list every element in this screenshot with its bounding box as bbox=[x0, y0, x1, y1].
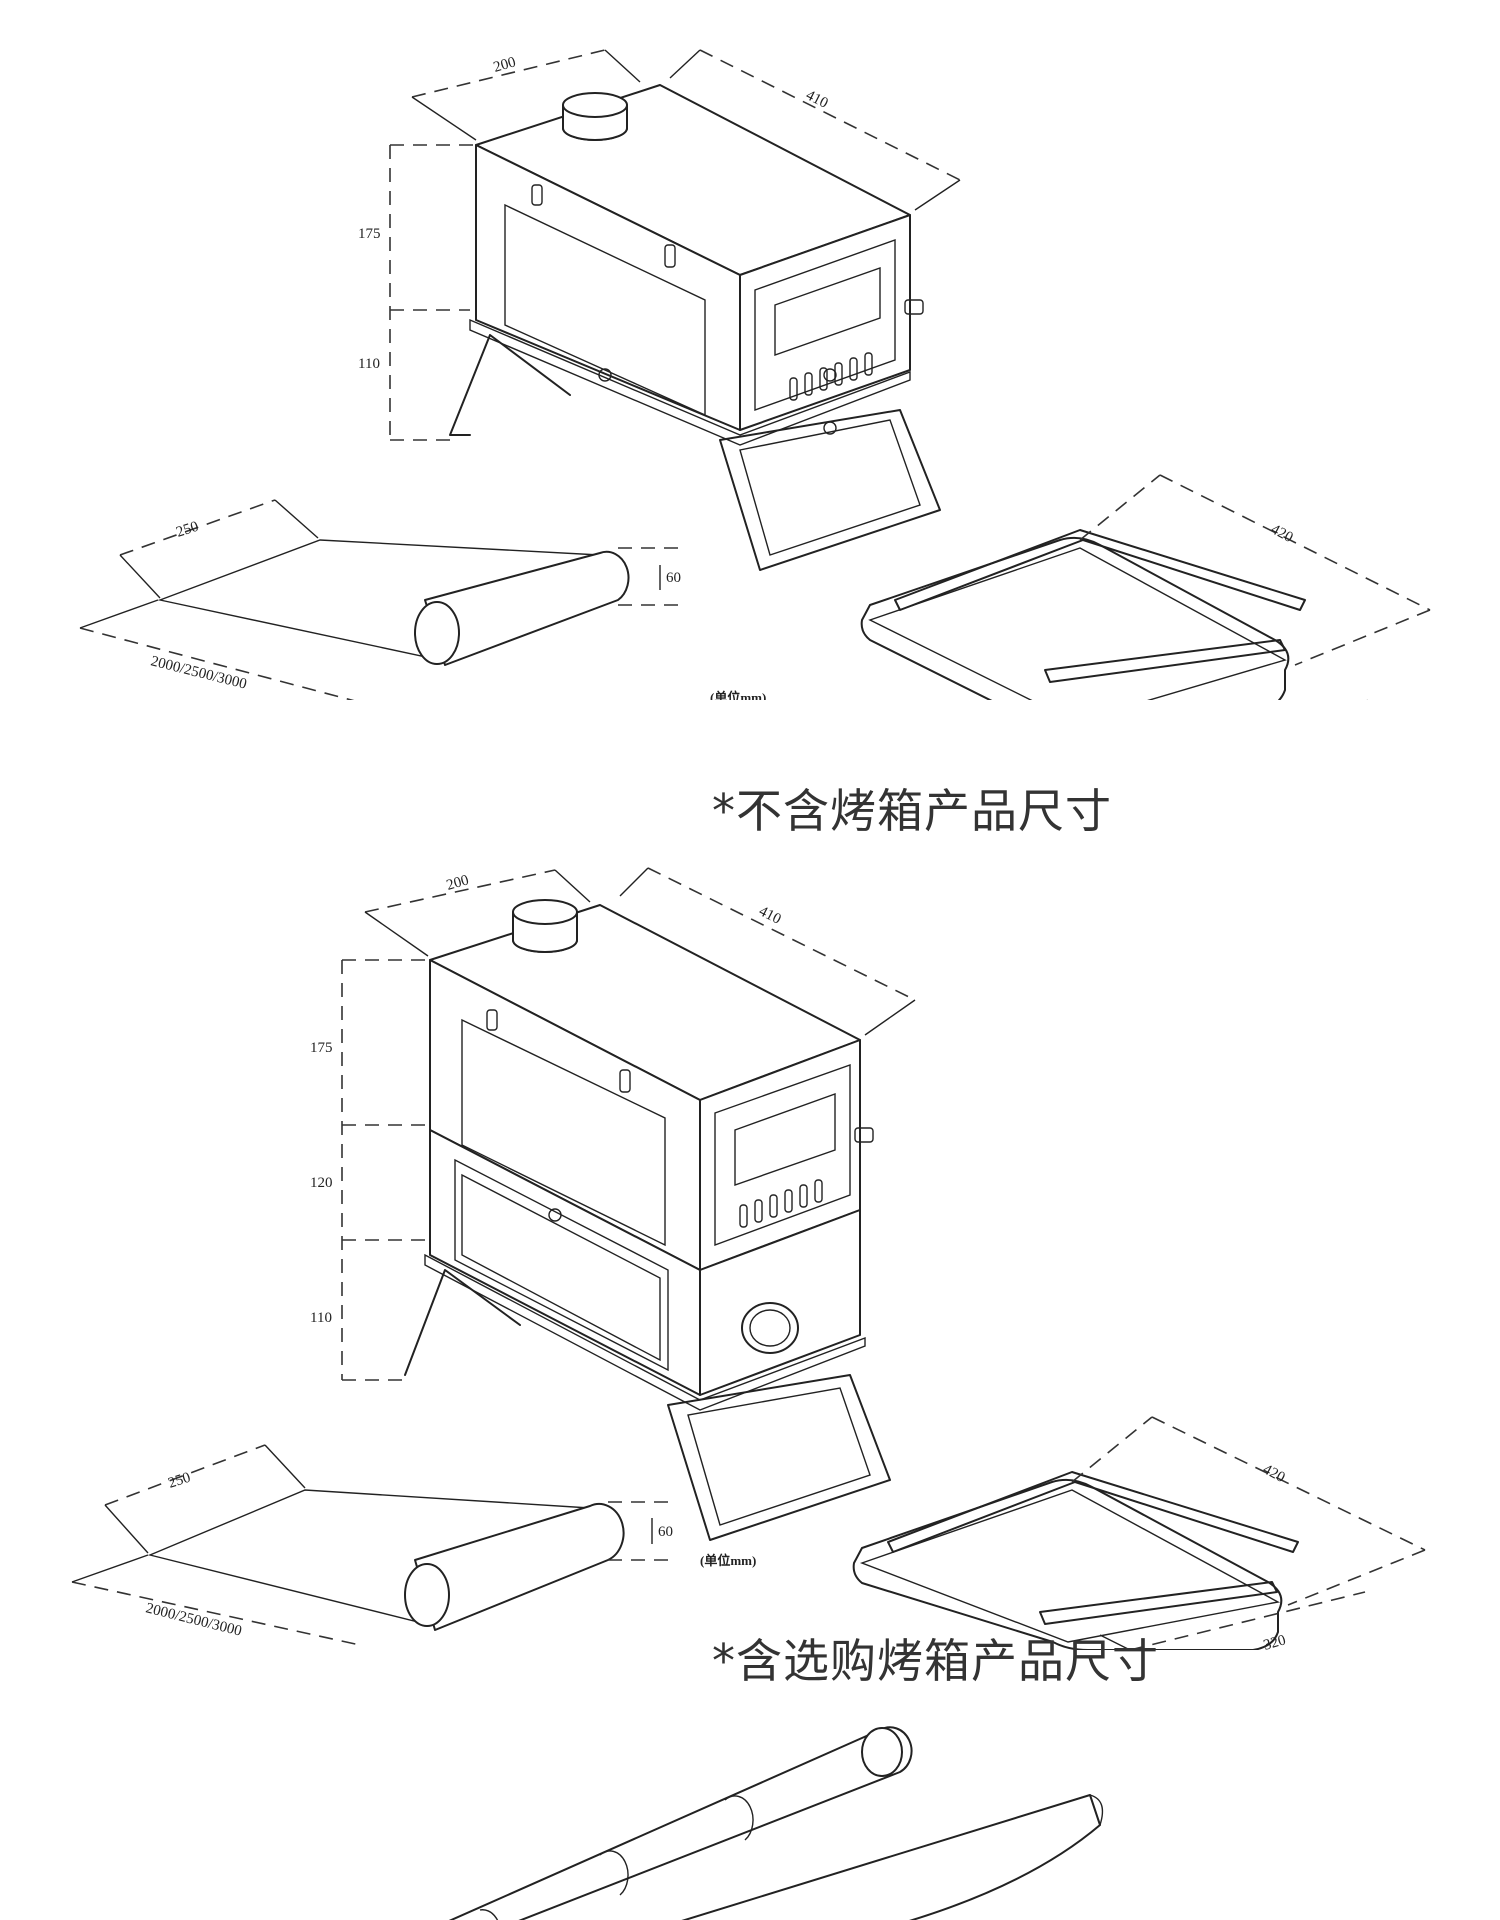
svg-text:60: 60 bbox=[666, 570, 681, 586]
heat-mat-illustration: 250 2000/2500/3000 60 bbox=[79, 499, 681, 700]
unit-note: (单位mm) bbox=[700, 1553, 756, 1568]
stove-body-illustration bbox=[449, 84, 941, 571]
chimney-pipe-illustration bbox=[448, 1726, 1104, 1920]
tray-illustration: 420 bbox=[852, 1416, 1426, 1650]
svg-text:320: 320 bbox=[1262, 1632, 1288, 1654]
svg-text:200: 200 bbox=[445, 872, 471, 894]
svg-text:110: 110 bbox=[310, 1310, 332, 1326]
svg-text:120: 120 bbox=[310, 1175, 333, 1191]
svg-text:250: 250 bbox=[166, 1470, 192, 1492]
unit-note: (单位mm) bbox=[710, 690, 766, 700]
svg-text:175: 175 bbox=[358, 226, 381, 242]
dim-width-top: 200 bbox=[411, 49, 641, 141]
svg-text:420: 420 bbox=[1268, 521, 1295, 546]
stove-diagram-with-oven: 200 410 175 120 110 250 2000/2500/3000 6… bbox=[71, 867, 1426, 1650]
stove-body-illustration bbox=[404, 899, 891, 1541]
svg-text:175: 175 bbox=[310, 1040, 333, 1056]
svg-text:110: 110 bbox=[358, 356, 380, 372]
svg-text:420: 420 bbox=[1260, 1461, 1287, 1486]
dim-height-group: 175 110 bbox=[358, 144, 476, 441]
dim-height-group: 175 120 110 bbox=[310, 959, 430, 1381]
svg-text:250: 250 bbox=[174, 519, 200, 541]
dim-width-top: 200 bbox=[364, 869, 591, 957]
caption-without-oven: *不含烤箱产品尺寸 bbox=[712, 784, 1112, 838]
caption-with-oven: *含选购烤箱产品尺寸 bbox=[712, 1634, 1159, 1688]
svg-text:410: 410 bbox=[803, 87, 830, 111]
stove-diagram-without-oven: 200 410 175 110 250 2000/2500/3000 60 bbox=[79, 49, 1431, 700]
svg-text:60: 60 bbox=[658, 1524, 673, 1540]
tray-width-dimension: 320 bbox=[1099, 1591, 1366, 1654]
tray-illustration: 420 320 bbox=[860, 474, 1431, 700]
svg-text:200: 200 bbox=[492, 54, 518, 76]
